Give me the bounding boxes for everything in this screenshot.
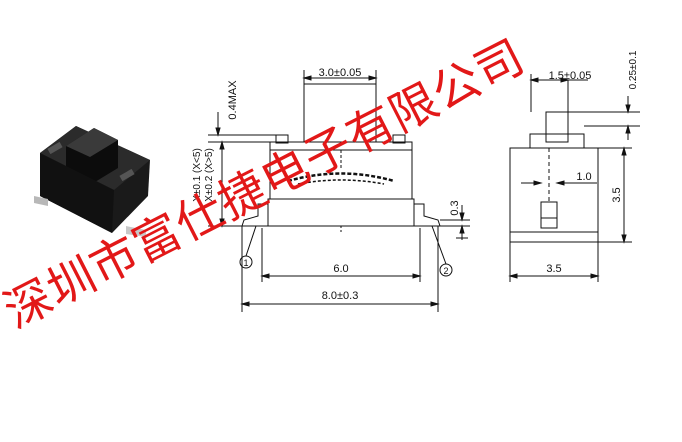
front-view (208, 70, 470, 312)
dim-side-inner-width: 1.0 (576, 171, 591, 183)
side-view-labels: 1.5±0.05 0.25±0.1 1.0 3.5 3.5 (546, 50, 639, 275)
dim-side-top-offset: 0.25±0.1 (628, 50, 639, 89)
front-view-labels: 3.0±0.05 0.4MAX X±0.1 (X<5) X±0.2 (X>5) … (192, 67, 461, 302)
dim-side-gap: 0.3 (449, 200, 461, 215)
product-photo (34, 126, 150, 237)
dim-height-tol-b: X±0.2 (X>5) (204, 148, 215, 202)
dim-height-tol-a: X±0.1 (X<5) (192, 148, 203, 202)
dim-top-width: 3.0±0.05 (319, 67, 362, 79)
dim-body-width: 6.0 (333, 263, 348, 275)
callout-1: 1 (243, 258, 248, 268)
dim-side-height: 3.5 (611, 187, 623, 202)
dim-side-top-width: 1.5±0.05 (549, 70, 592, 82)
callout-2: 2 (443, 266, 448, 276)
dim-overall-width: 8.0±0.3 (322, 290, 359, 302)
dim-top-height: 0.4MAX (227, 80, 239, 120)
side-view (508, 74, 640, 282)
dim-side-width: 3.5 (546, 263, 561, 275)
